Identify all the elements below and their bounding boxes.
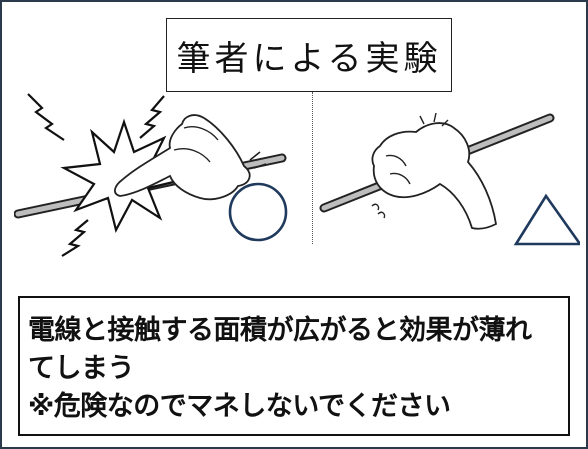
note-line-2: てしまう bbox=[28, 353, 135, 384]
lightning-bolt-icon bbox=[61, 219, 89, 257]
left-experiment-illustration bbox=[14, 93, 288, 257]
triangle-mark-icon bbox=[513, 193, 580, 246]
note-line-1: 電線と接触する面積が広がると効果が薄れ bbox=[28, 315, 532, 346]
page-title: 筆者による実験 bbox=[176, 38, 442, 79]
lightning-bolt-icon bbox=[27, 93, 65, 141]
panel-divider bbox=[312, 92, 313, 244]
circle-mark-icon bbox=[228, 182, 288, 242]
note-line-3: ※危険なのでマネしないでください bbox=[28, 391, 451, 422]
right-experiment-illustration bbox=[319, 112, 580, 246]
right-fist bbox=[371, 122, 497, 230]
note-box: 電線と接触する面積が広がると効果が薄れ てしまう ※危険なのでマネしないでくださ… bbox=[18, 296, 570, 436]
title-box: 筆者による実験 bbox=[166, 18, 452, 92]
lightning-bolt-icon bbox=[139, 95, 165, 139]
left-hand bbox=[114, 114, 251, 201]
